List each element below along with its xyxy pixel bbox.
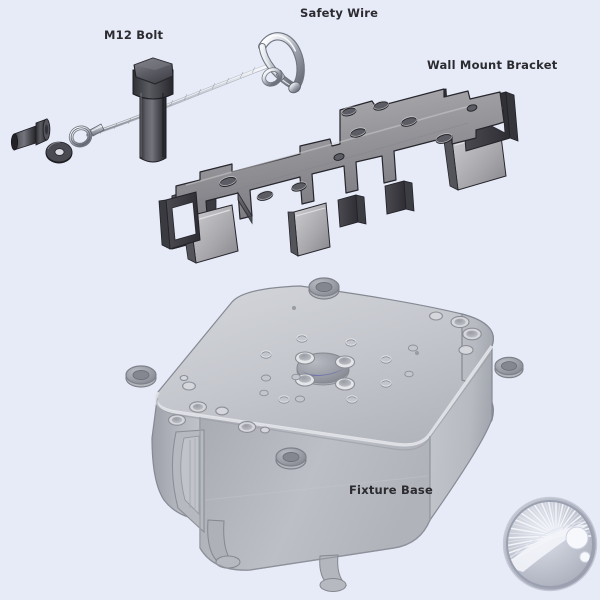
part-flat-washer [45,141,73,164]
bracket-tab-small-center [337,194,367,228]
part-m12-bolt [132,57,174,163]
fixture-top-hole-pattern [259,334,419,404]
part-wall-mount-bracket [158,88,519,264]
part-safety-wire [68,32,305,148]
bracket-gusset-left [158,191,201,250]
brand-logo-icon [502,496,598,592]
part-small-bolt [10,118,51,151]
label-wall-mount-bracket: Wall Mount Bracket [427,58,558,72]
fixture-bottom-feet [207,519,348,592]
bracket-tab-small-right [384,180,415,215]
label-fixture-base: Fixture Base [349,483,433,497]
part-carabiner [258,32,305,94]
fixture-perimeter-holes [168,305,482,434]
bracket-holes [219,100,478,201]
label-safety-wire: Safety Wire [300,6,379,20]
fixture-mounting-bosses [125,277,524,470]
wire-thimble-loop [68,123,105,148]
fixture-front-pocket [171,429,205,534]
label-m12-bolt: M12 Bolt [104,28,164,42]
bracket-tab-mid-front [287,202,331,257]
part-fixture-base [125,277,524,592]
